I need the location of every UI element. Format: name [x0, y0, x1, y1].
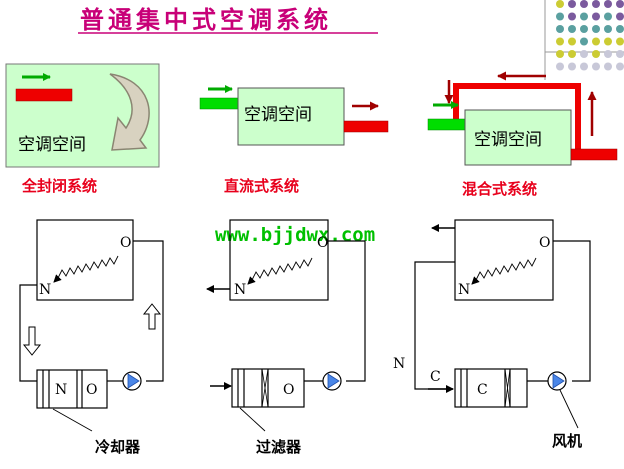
unit-o-label: O [283, 382, 294, 398]
decorative-dot [604, 25, 612, 33]
decorative-dot [604, 12, 612, 21]
decorative-dot [568, 37, 576, 46]
decorative-dot-grid [544, 0, 624, 80]
decorative-dot [580, 37, 588, 46]
exhaust-bar [570, 148, 618, 161]
caption-mixed-system: 混合式系统 [462, 180, 537, 198]
decorative-dot [616, 37, 624, 46]
room-inlet-label: N [234, 282, 246, 298]
decorative-dot [616, 62, 624, 71]
decorative-dot [616, 12, 624, 21]
decorative-dot [568, 0, 576, 8]
room-inlet-label: N [39, 282, 51, 298]
decorative-dot [568, 62, 576, 71]
watermark: www.bjjdwx.com [215, 224, 375, 246]
recirculation-arrow-icon [109, 73, 150, 151]
decorative-dot [592, 25, 600, 33]
decorative-dot [568, 25, 576, 33]
return-air-bar [15, 88, 73, 102]
caption-closed-system: 全封闭系统 [21, 177, 97, 195]
supply-bar [199, 97, 241, 110]
unit-c-label: C [477, 382, 488, 398]
mix-c-label: C [430, 369, 441, 385]
cooler-label: 冷却器 [95, 438, 141, 456]
decorative-dot [592, 62, 600, 71]
room-outlet-label: O [317, 235, 328, 251]
unit-o-label: O [86, 382, 97, 398]
decorative-dot [556, 62, 564, 71]
decorative-dot [592, 0, 600, 8]
decorative-dot [592, 50, 600, 58]
decorative-dot [580, 62, 588, 71]
space-label: 空调空间 [18, 135, 86, 155]
decorative-dot [604, 37, 612, 46]
page-title: 普通集中式空调系统 [80, 5, 332, 34]
decorative-dot [604, 50, 612, 58]
mixed-schematic [414, 219, 591, 429]
decorative-dot [604, 0, 612, 8]
room-inlet-label: N [458, 282, 470, 298]
decorative-dot [580, 25, 588, 33]
decorative-dot [616, 50, 624, 58]
decorative-dot [604, 62, 612, 71]
decorative-dot [556, 37, 564, 46]
mixed-system-panel: 空调空间 [427, 71, 618, 166]
decorative-dot [556, 25, 564, 33]
filter-label: 过滤器 [256, 438, 302, 456]
room-outlet-label: O [120, 235, 131, 251]
exhaust-bar [343, 120, 389, 133]
closed-loop-schematic [19, 219, 164, 432]
space-label: 空调空间 [474, 130, 542, 150]
fan-label: 风机 [552, 432, 582, 450]
decorative-dot [568, 50, 576, 58]
decorative-dot [556, 50, 564, 58]
decorative-dot [616, 25, 624, 33]
decorative-dot [556, 12, 564, 21]
direct-flow-schematic [206, 219, 366, 432]
caption-direct-flow-system: 直流式系统 [224, 177, 299, 195]
decorative-dot [592, 12, 600, 21]
direct-flow-panel: 空调空间 [199, 85, 389, 146]
space-label: 空调空间 [244, 105, 312, 125]
decorative-dot [556, 0, 564, 8]
decorative-dot [568, 12, 576, 21]
decorative-dot [592, 37, 600, 46]
unit-n-label: N [55, 382, 67, 398]
decorative-dot [580, 50, 588, 58]
room-outlet-label: O [539, 235, 550, 251]
mix-n-label: N [393, 356, 405, 372]
decorative-dot [580, 12, 588, 21]
decorative-dot [580, 0, 588, 8]
closed-system-panel: 空调空间 [5, 63, 160, 168]
decorative-dot [616, 0, 624, 8]
fresh-air-bar [427, 118, 469, 131]
